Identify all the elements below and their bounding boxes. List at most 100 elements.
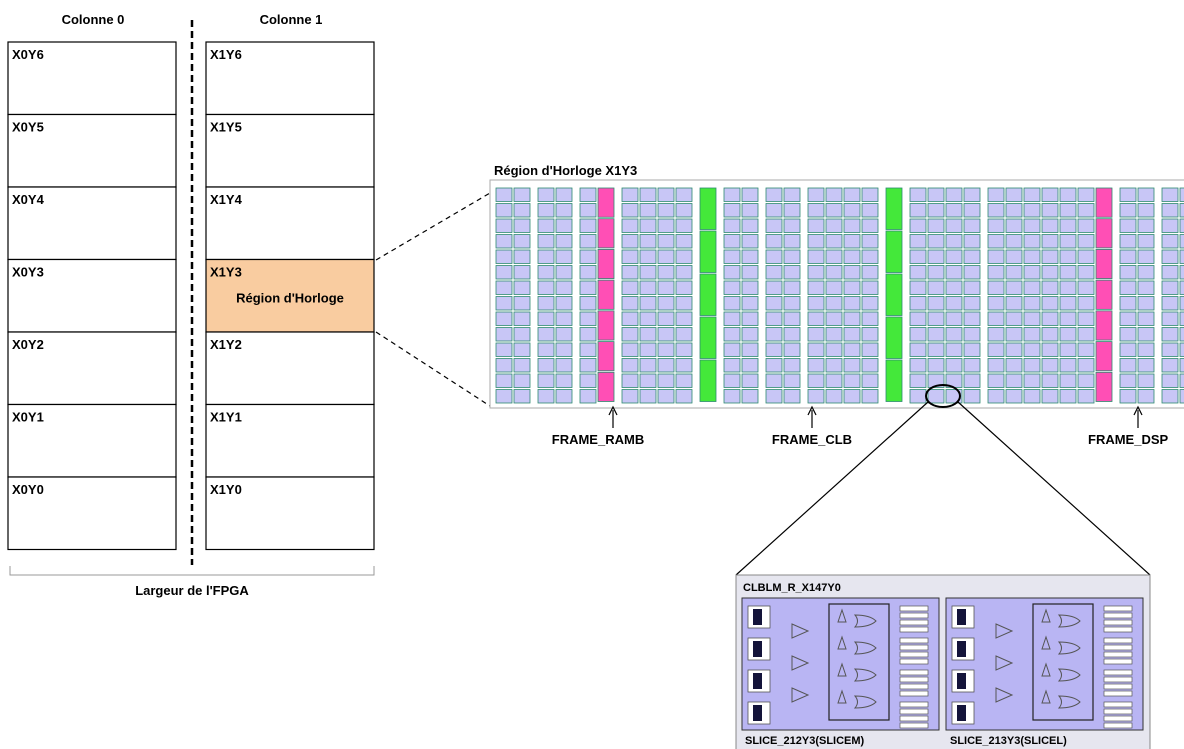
flip-flop — [899, 669, 929, 676]
clb-cell — [1179, 389, 1184, 404]
xor-gate-icon — [853, 695, 877, 709]
clock-region-cell — [7, 403, 177, 478]
clb-cell — [807, 280, 825, 295]
clb-cell — [987, 389, 1005, 404]
clb-cell — [825, 311, 843, 326]
clb-cell — [621, 249, 639, 264]
clb-cell — [1005, 342, 1023, 357]
clb-cell — [765, 265, 783, 280]
column-0-title: Colonne 0 — [62, 12, 125, 27]
flip-flop — [899, 690, 929, 697]
dsp-cell — [885, 359, 903, 402]
clb-cell — [723, 342, 741, 357]
zoom-line-top — [375, 192, 491, 261]
clb-cell — [537, 311, 555, 326]
clb-cell — [927, 218, 945, 233]
clb-cell — [1179, 311, 1184, 326]
clb-cell — [657, 358, 675, 373]
dsp-cell — [699, 273, 717, 316]
and-gate-icon — [837, 608, 847, 623]
clb-cell — [807, 265, 825, 280]
clb-cell — [537, 358, 555, 373]
clb-cell — [909, 249, 927, 264]
clb-cell — [765, 234, 783, 249]
clb-cell — [909, 203, 927, 218]
width-label: Largeur de l'FPGA — [135, 583, 249, 598]
clb-cell — [657, 187, 675, 202]
clb-cell — [1023, 280, 1041, 295]
clb-cell — [513, 265, 531, 280]
clb-cell — [1005, 373, 1023, 388]
clb-cell — [963, 373, 981, 388]
clb-cell — [945, 234, 963, 249]
clb-cell — [1059, 265, 1077, 280]
clb-cell — [843, 327, 861, 342]
clb-cell — [987, 187, 1005, 202]
clb-cell — [579, 280, 597, 295]
clb-cell — [843, 280, 861, 295]
clb-cell — [621, 358, 639, 373]
ramb-cell — [597, 371, 615, 402]
clb-cell — [1161, 203, 1179, 218]
clock-region-cell-label: X1Y0 — [210, 482, 242, 497]
clb-cell — [765, 358, 783, 373]
clb-cell — [825, 342, 843, 357]
clb-cell — [1137, 187, 1155, 202]
clb-cell — [621, 373, 639, 388]
clb-cell — [579, 249, 597, 264]
clb-cell — [843, 203, 861, 218]
clb-cell — [495, 280, 513, 295]
clb-cell — [861, 311, 879, 326]
clb-cell — [513, 373, 531, 388]
frame-dsp-label: FRAME_DSP — [1088, 432, 1169, 447]
clb-cell — [555, 358, 573, 373]
clb-cell — [555, 187, 573, 202]
clb-cell — [1077, 342, 1095, 357]
frame-clb-arrow-head — [807, 405, 817, 416]
clb-cell — [1137, 373, 1155, 388]
flip-flop — [899, 715, 929, 722]
clb-cell — [1077, 249, 1095, 264]
clb-cell — [783, 296, 801, 311]
clb-cell — [909, 234, 927, 249]
clb-cell — [963, 280, 981, 295]
clb-cell — [945, 311, 963, 326]
clb-cell — [639, 327, 657, 342]
clb-cell — [1137, 342, 1155, 357]
clb-cell — [1041, 218, 1059, 233]
clock-region-panel: Région d'Horloge X1Y3 FRAME_RAMB FRAME_C… — [489, 163, 1184, 447]
clb-cell — [555, 311, 573, 326]
clb-cell — [765, 249, 783, 264]
clb-cell — [963, 358, 981, 373]
clb-cell — [1023, 311, 1041, 326]
clb-cell — [723, 234, 741, 249]
clb-cell — [639, 373, 657, 388]
dsp-cell — [699, 230, 717, 273]
clock-region-cell — [205, 258, 375, 333]
flip-flop — [899, 683, 929, 690]
clb-cell — [723, 265, 741, 280]
clb-cell — [675, 218, 693, 233]
lut-core — [957, 609, 966, 625]
ramb-cell — [597, 279, 615, 310]
clb-cell — [945, 327, 963, 342]
clb-cell — [579, 327, 597, 342]
clb-title: CLBLM_R_X147Y0 — [743, 582, 841, 594]
slice-block — [945, 597, 1144, 731]
clb-cell — [675, 311, 693, 326]
clb-cell — [1023, 342, 1041, 357]
clb-cell — [843, 218, 861, 233]
clb-cell — [1119, 234, 1137, 249]
clb-cell — [825, 327, 843, 342]
clb-cell — [657, 218, 675, 233]
clb-cell — [537, 342, 555, 357]
clb-cell — [987, 342, 1005, 357]
flip-flop — [899, 612, 929, 619]
clb-cell — [825, 265, 843, 280]
clb-cell — [927, 373, 945, 388]
clb-cell — [723, 373, 741, 388]
clb-cell — [765, 296, 783, 311]
clb-cell — [1137, 280, 1155, 295]
clb-cell — [1077, 234, 1095, 249]
